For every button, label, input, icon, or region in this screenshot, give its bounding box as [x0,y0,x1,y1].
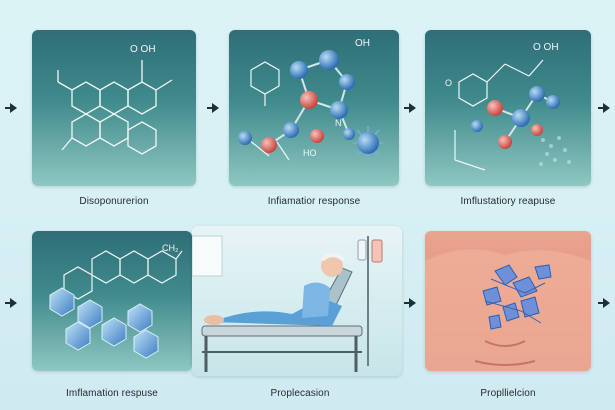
flow-arrow-start-row2 [5,298,17,308]
flow-arrow-end-row2 [598,298,610,308]
molecule-model-3: O OH O [445,42,571,171]
molecule-model-2: OH N HO [238,38,383,161]
panel-lattice: CH₂ [32,231,192,371]
skin-illustration [425,249,591,371]
flow-arrow-5-6 [404,298,416,308]
virus-icon [353,126,383,160]
step-caption-3: Imflustatiory reapuse [460,196,556,207]
label-o-oh-3: O OH [533,42,559,53]
flow-arrow-1-2 [207,103,219,113]
step-caption-6: Propllielcion [480,388,536,399]
hexagon-lattice: CH₂ [49,243,183,359]
step-caption-4: Imflamation respuse [66,388,158,399]
patient-illustration [192,235,383,372]
step-caption-1: Disoponurerion [79,196,149,207]
label-n: N [335,118,342,128]
label-o-oh: O OH [130,44,156,55]
lesion-cluster [482,264,552,330]
panel-inflammation-molecule: OH N HO [229,30,399,186]
step-caption-2: Infiamatior response [267,196,361,207]
label-o-3: O [445,78,452,88]
flow-arrow-2-3 [404,103,416,113]
flow-arrow-start-row1 [5,103,17,113]
panel-inflammatory-molecule: O OH O [425,30,591,186]
label-ho: HO [303,148,317,158]
molecule-structure-1: O OH [57,44,173,155]
step-caption-5: Proplecasion [270,388,330,399]
iv-stand-icon [357,236,383,366]
panel-disposition-molecule: O OH [32,30,196,186]
panel-patient-bed [192,226,402,376]
cell-texture [539,136,571,166]
label-ch2: CH₂ [162,243,179,253]
label-oh: OH [355,38,370,49]
flow-arrow-end-row1 [598,103,610,113]
panel-skin-inflammation [425,231,591,371]
patient [204,253,346,326]
